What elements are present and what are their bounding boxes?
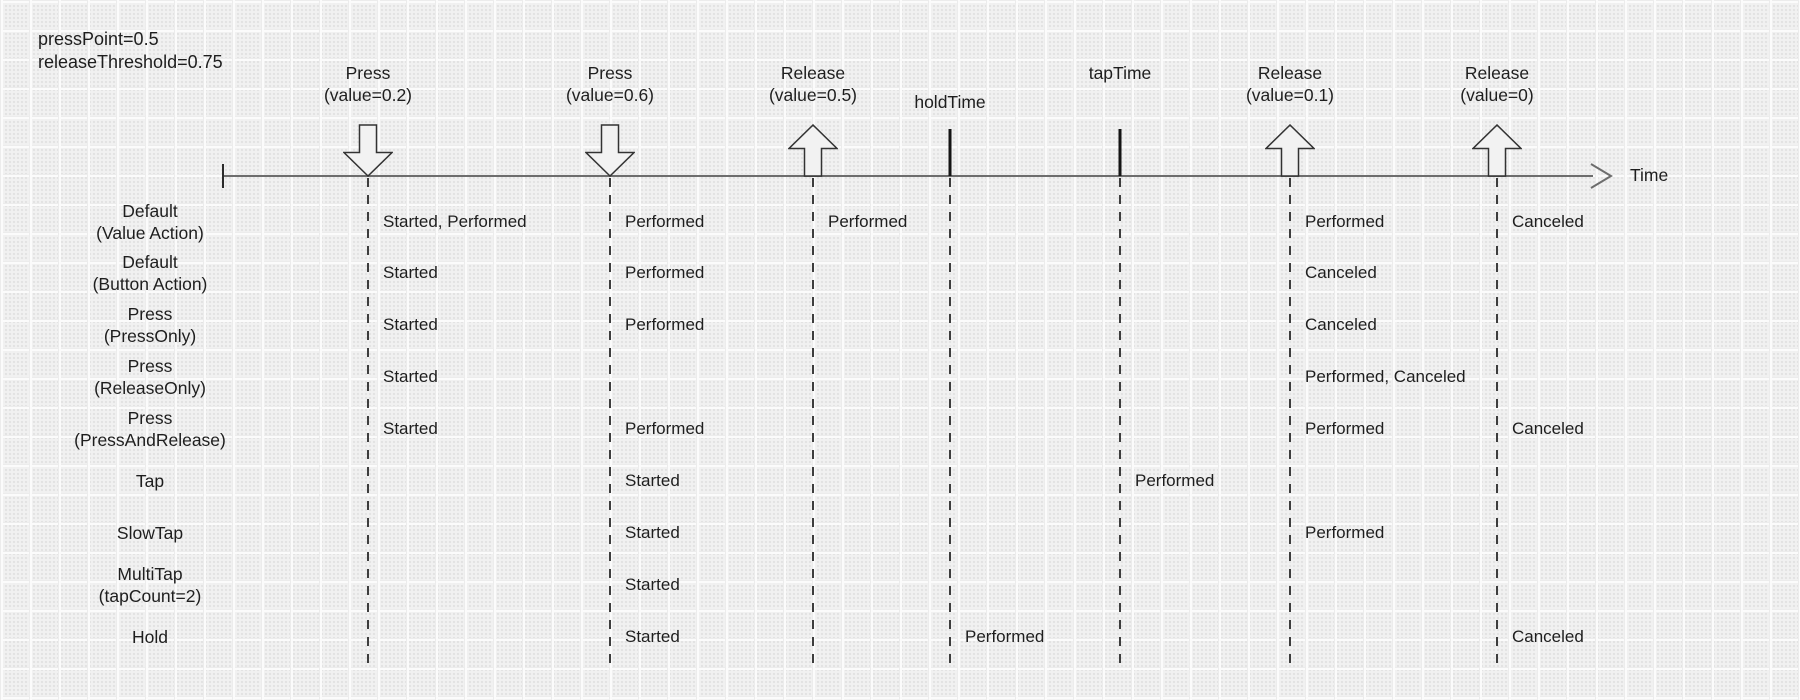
press-arrow-down-icon — [584, 124, 636, 178]
phase-callout: Performed — [625, 212, 705, 231]
time-axis-line — [224, 175, 1593, 177]
release-arrow-up-icon — [1264, 123, 1316, 177]
phase-callout: Canceled — [1512, 627, 1584, 646]
interaction-row-label: Default(Value Action) — [45, 200, 255, 244]
phase-callout: Started — [625, 471, 680, 490]
event-column-label-line: tapTime — [1088, 63, 1152, 83]
phase-callout: Performed — [828, 212, 908, 231]
phase-callout: Performed, Canceled — [1305, 367, 1466, 386]
release-threshold-param: releaseThreshold=0.75 — [38, 52, 223, 72]
event-dashed-guideline-holdTime — [949, 178, 951, 665]
phase-callout: Started — [625, 523, 680, 542]
interaction-row-label: Default(Button Action) — [45, 251, 255, 295]
phase-callout: Performed — [1305, 523, 1385, 542]
event-dashed-guideline-release3 — [1496, 178, 1498, 665]
phase-callout: Performed — [625, 419, 705, 438]
phase-callout: Performed — [1305, 419, 1385, 438]
interaction-row-label-line: (PressOnly) — [103, 326, 197, 346]
interaction-row-label-line: Default — [122, 252, 178, 272]
event-dashed-guideline-tapTime — [1119, 178, 1121, 665]
phase-callout: Started — [383, 367, 438, 386]
event-column-label-line: Press — [587, 63, 633, 83]
time-axis-arrowhead-icon — [1590, 163, 1613, 189]
phase-callout: Performed — [1135, 471, 1215, 490]
event-column-label-line: (value=0.2) — [323, 85, 413, 105]
phase-callout: Started — [625, 575, 680, 594]
phase-callout: Canceled — [1512, 419, 1584, 438]
interaction-row-label: Press(ReleaseOnly) — [45, 355, 255, 399]
phase-callout: Started — [383, 315, 438, 334]
event-column-label-line: Release — [780, 63, 846, 83]
interaction-row-label: Press(PressAndRelease) — [45, 407, 255, 451]
phase-callout: Performed — [1305, 212, 1385, 231]
interaction-row-label-line: (ReleaseOnly) — [94, 378, 206, 398]
interaction-row-label-line: (Value Action) — [96, 223, 204, 243]
event-dashed-guideline-press2 — [609, 178, 611, 665]
interaction-row-label: Tap — [45, 470, 255, 492]
interaction-row-label: MultiTap(tapCount=2) — [45, 563, 255, 607]
press-arrow-down-icon — [342, 124, 394, 178]
event-column-label-line: (value=0.6) — [565, 85, 655, 105]
press-point-param: pressPoint=0.5 — [38, 29, 159, 49]
event-column-label-line: (value=0) — [1460, 85, 1534, 105]
event-column-label-release3: Release(value=0) — [1460, 62, 1533, 106]
interaction-row-label-line: Hold — [132, 627, 168, 647]
release-arrow-up-icon — [787, 123, 839, 177]
phase-callout: Canceled — [1512, 212, 1584, 231]
phase-callout: Performed — [965, 627, 1045, 646]
interaction-row-label-line: SlowTap — [116, 523, 184, 543]
interaction-row-label-line: (tapCount=2) — [98, 586, 202, 606]
event-column-label-line: Release — [1464, 63, 1530, 83]
interaction-row-label-line: (PressAndRelease) — [74, 430, 226, 450]
interaction-row-label: Press(PressOnly) — [45, 303, 255, 347]
phase-callout: Canceled — [1305, 315, 1377, 334]
event-dashed-guideline-release2 — [1289, 178, 1291, 665]
time-threshold-tick-tapTime — [1118, 129, 1122, 176]
parameters-note: pressPoint=0.5 releaseThreshold=0.75 — [38, 28, 223, 74]
phase-callout: Started — [383, 263, 438, 282]
event-column-label-line: (value=0.5) — [768, 85, 858, 105]
phase-callout: Started — [625, 627, 680, 646]
event-column-label-line: holdTime — [914, 92, 986, 112]
interaction-row-label-line: (Button Action) — [92, 274, 208, 294]
event-column-label-line: (value=0.1) — [1245, 85, 1335, 105]
phase-callout: Started, Performed — [383, 212, 527, 231]
interaction-row-label-line: MultiTap — [117, 564, 183, 584]
phase-callout: Performed — [625, 315, 705, 334]
phase-callout: Canceled — [1305, 263, 1377, 282]
interaction-row-label-line: Press — [127, 408, 173, 428]
event-column-label-holdTime: holdTime — [914, 91, 985, 113]
time-axis-label: Time — [1630, 165, 1669, 185]
interaction-row-label-line: Tap — [135, 471, 165, 491]
phase-callout: Started — [383, 419, 438, 438]
time-axis-start-tick — [222, 164, 224, 188]
interaction-row-label: SlowTap — [45, 522, 255, 544]
event-column-label-release1: Release(value=0.5) — [769, 62, 857, 106]
event-column-label-release2: Release(value=0.1) — [1246, 62, 1334, 106]
phase-callout: Performed — [625, 263, 705, 282]
time-threshold-tick-holdTime — [948, 129, 952, 176]
event-column-label-press1: Press(value=0.2) — [324, 62, 412, 106]
release-arrow-up-icon — [1471, 123, 1523, 177]
interaction-row-label-line: Press — [127, 304, 173, 324]
event-column-label-line: Release — [1257, 63, 1323, 83]
interaction-row-label-line: Press — [127, 356, 173, 376]
event-column-label-tapTime: tapTime — [1089, 62, 1152, 84]
event-column-label-press2: Press(value=0.6) — [566, 62, 654, 106]
interaction-row-label-line: Default — [122, 201, 178, 221]
event-column-label-line: Press — [345, 63, 391, 83]
event-dashed-guideline-release1 — [812, 178, 814, 665]
event-dashed-guideline-press1 — [367, 178, 369, 665]
interaction-row-label: Hold — [45, 626, 255, 648]
